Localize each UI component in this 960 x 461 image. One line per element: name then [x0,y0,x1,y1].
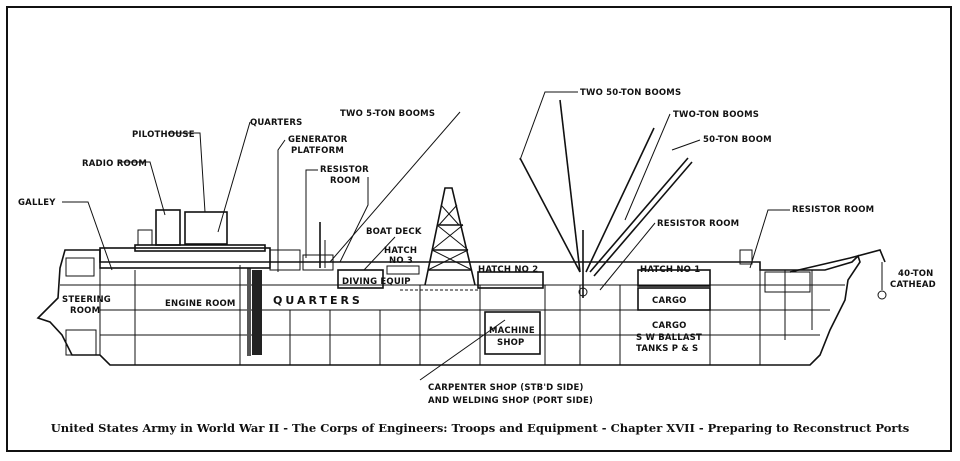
label-hatch-no3-1: HATCH [384,246,417,256]
label-cargo: CARGO [652,296,687,306]
label-hatch-no3-2: NO 3 [389,256,413,266]
label-hatch-no2: HATCH NO 2 [478,265,538,275]
label-steering-2: ROOM [70,306,100,316]
superstructure [99,209,334,271]
bulkhead-strip [252,270,262,355]
label-quarters-top: QUARTERS [250,118,302,128]
label-radio-room: RADIO ROOM [82,159,147,169]
hull [36,249,861,366]
label-resistor-mid: RESISTOR ROOM [657,219,739,229]
label-diving-equip: DIVING EQUIP [342,277,411,287]
label-cargo-ballast-2: S W BALLAST [636,333,702,343]
labels: GALLEY RADIO ROOM PILOTHOUSE QUARTERS GE… [18,88,936,406]
booms [519,99,887,300]
figure-caption: United States Army in World War II - The… [50,421,910,435]
label-two-50-ton-booms: TWO 50-TON BOOMS [580,88,681,98]
label-two-ton-booms: TWO-TON BOOMS [673,110,759,120]
label-cathead-1: 40-TON [898,269,933,279]
label-cargo-ballast-1: CARGO [652,321,687,331]
label-generator-1: GENERATOR [288,135,348,145]
label-machine-1: MACHINE [489,326,535,336]
label-galley: GALLEY [18,198,56,208]
lattice-mast [424,187,476,286]
label-machine-2: SHOP [497,338,525,348]
label-steering-1: STEERING [62,295,111,305]
diagram-frame [6,6,952,452]
label-hatch-no1: HATCH NO 1 [640,265,700,275]
label-welding-shop: AND WELDING SHOP (PORT SIDE) [428,396,593,406]
label-resistor-aft-2: ROOM [330,176,360,186]
label-50-ton-boom: 50-TON BOOM [703,135,772,145]
label-pilothouse: PILOTHOUSE [132,130,195,140]
leader-lines [62,91,790,381]
label-cargo-ballast-3: TANKS P & S [636,344,698,354]
label-resistor-aft-1: RESISTOR [320,165,369,175]
label-boat-deck: BOAT DECK [366,227,422,237]
label-carpenter-shop: CARPENTER SHOP (STB'D SIDE) [428,383,584,393]
deck-structures [337,249,811,355]
label-resistor-fwd: RESISTOR ROOM [792,205,874,215]
label-quarters-main: QUARTERS [273,294,363,307]
label-two-5-ton-booms: TWO 5-TON BOOMS [340,109,435,119]
label-engine-room: ENGINE ROOM [165,299,236,309]
label-generator-2: PLATFORM [291,146,344,156]
label-cathead-2: CATHEAD [890,280,936,290]
